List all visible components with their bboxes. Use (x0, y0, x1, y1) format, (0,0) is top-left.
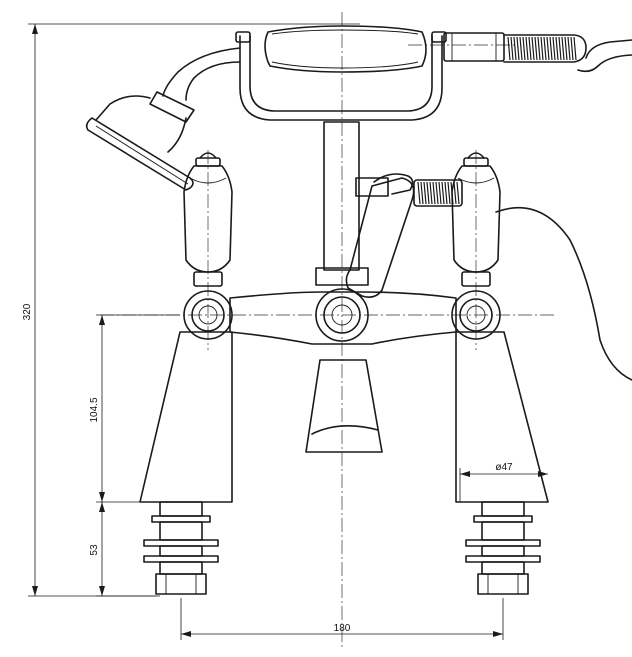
hose-rib (453, 181, 457, 205)
hose-rib (570, 36, 574, 61)
hose-rib (447, 181, 451, 205)
dimension-overall-height: 320 (22, 23, 360, 597)
right-shank (465, 501, 541, 595)
dimension-centres: 180 (180, 598, 504, 640)
hose-rib (513, 36, 517, 61)
hose-rib (540, 36, 544, 61)
body-height-label: 104.5 (89, 397, 100, 422)
handset-cradle (235, 31, 447, 121)
hose-rib (525, 36, 529, 61)
right-lever-handle (451, 152, 501, 287)
diverter-assembly (315, 121, 632, 381)
hose-rib (510, 36, 514, 61)
hose-rib (444, 181, 448, 205)
hose-rib (516, 36, 520, 61)
hose-rib (438, 181, 442, 205)
hose-rib (426, 181, 430, 205)
hose-rib (546, 36, 550, 61)
center-lines (100, 12, 555, 650)
hose-rib (420, 181, 424, 205)
left-pillar (139, 331, 233, 503)
hose-rib (432, 181, 436, 205)
left-shank (143, 501, 219, 595)
left-lever-handle (183, 152, 233, 287)
hose-rib (537, 36, 541, 61)
shower-head (85, 91, 195, 191)
shank-height-label: 53 (89, 544, 100, 556)
handset-body (264, 25, 505, 73)
hose-rib (423, 181, 427, 205)
hose-rib (534, 36, 538, 61)
spout (305, 359, 383, 453)
hose-rib (549, 36, 553, 61)
hose-rib (564, 36, 568, 61)
main-body (183, 288, 501, 345)
hose-rib (441, 181, 445, 205)
centres-label: 180 (334, 623, 351, 634)
right-pillar (455, 331, 549, 503)
hose-rib (522, 36, 526, 61)
hose-rib (531, 36, 535, 61)
hose-rib (429, 181, 433, 205)
hose-rib (435, 181, 439, 205)
overall-height-label: 320 (22, 303, 33, 320)
hose-rib (573, 36, 577, 61)
hose-rib (561, 36, 565, 61)
hose-rib (567, 36, 571, 61)
flexible-hose (503, 34, 632, 73)
hose-rib (456, 181, 460, 205)
hose-rib (417, 181, 421, 205)
hose-rib (528, 36, 532, 61)
dimension-body-height: 104.5 (89, 314, 180, 503)
hose-rib (543, 36, 547, 61)
spout-diameter-label: ø47 (495, 462, 513, 473)
dimension-shank-height: 53 (89, 502, 156, 597)
dimension-spout-diameter: ø47 (459, 462, 548, 502)
hose-rib (507, 36, 511, 61)
hose-rib (558, 36, 562, 61)
hose-rib (552, 36, 556, 61)
hose-rib (519, 36, 523, 61)
handset-arm (162, 47, 241, 101)
hose-rib (555, 36, 559, 61)
